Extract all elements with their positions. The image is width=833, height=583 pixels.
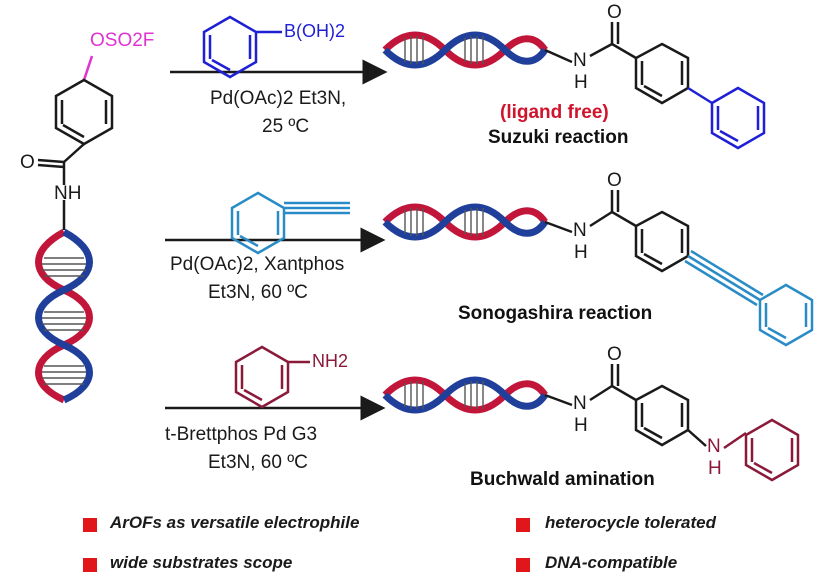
suzuki-o: O xyxy=(607,2,622,23)
dna-helix-buchwald xyxy=(382,376,548,414)
buchwald-conditions-1: t-Brettphos Pd G3 xyxy=(165,424,318,445)
sonogashira-o: O xyxy=(607,170,622,191)
sonogashira-conditions-2: Et3N, 60 ºC xyxy=(208,282,308,303)
buchwald-n: N xyxy=(573,393,587,414)
fluorosulfate-label: OSO2F xyxy=(90,30,154,52)
phenylacetylene xyxy=(230,191,350,255)
fluorosulfate-text: OSO2F xyxy=(90,30,155,51)
dna-helix-suzuki xyxy=(382,31,548,69)
suzuki-reaction-name: Suzuki reaction xyxy=(488,127,629,148)
buchwald-o: O xyxy=(607,344,622,365)
boronic-acid-label: B(OH)2 xyxy=(284,21,346,41)
suzuki-conditions-2: 25 ºC xyxy=(262,116,310,137)
product-sonogashira xyxy=(382,190,814,347)
sonogashira-n: N xyxy=(573,220,587,241)
phenylboronic-acid xyxy=(202,15,282,79)
bullet-marker xyxy=(83,558,97,572)
dna-helix-sonogashira xyxy=(382,203,548,241)
feature-dna-compatible: DNA-compatible xyxy=(545,553,678,572)
sonogashira-conditions-1: Pd(OAc)2, Xantphos xyxy=(170,254,345,275)
buchwald-conditions-2: Et3N, 60 ºC xyxy=(208,452,308,473)
buchwald-aryl-n: N xyxy=(707,436,721,457)
bullet-marker xyxy=(516,518,530,532)
dna-helix-start xyxy=(35,228,93,404)
product-suzuki xyxy=(382,22,766,150)
feature-heterocycle-tolerated: heterocycle tolerated xyxy=(545,513,717,532)
ligand-free-tag: (ligand free) xyxy=(500,102,609,123)
buchwald-reaction-name: Buchwald amination xyxy=(470,469,655,490)
bullet-marker xyxy=(83,518,97,532)
sonogashira-h: H xyxy=(574,242,588,263)
suzuki-n: N xyxy=(573,50,587,71)
benzene-ring-start xyxy=(54,78,114,146)
starting-material xyxy=(35,55,114,404)
feature-wide-scope: wide substrates scope xyxy=(110,553,293,572)
carbonyl-o-start: O xyxy=(20,152,35,173)
aniline xyxy=(234,345,310,409)
amine-label: NH2 xyxy=(312,351,349,371)
suzuki-h: H xyxy=(574,72,588,93)
buchwald-h: H xyxy=(574,415,588,436)
amide-nh-start: NH xyxy=(54,183,82,204)
suzuki-conditions-1: Pd(OAc)2 Et3N, xyxy=(210,88,347,109)
sonogashira-reaction-name: Sonogashira reaction xyxy=(458,303,653,324)
feature-versatile-electrophile: ArOFs as versatile electrophile xyxy=(110,513,360,532)
product-buchwald xyxy=(382,364,800,482)
bullet-marker xyxy=(516,558,530,572)
buchwald-aryl-h: H xyxy=(708,458,722,479)
